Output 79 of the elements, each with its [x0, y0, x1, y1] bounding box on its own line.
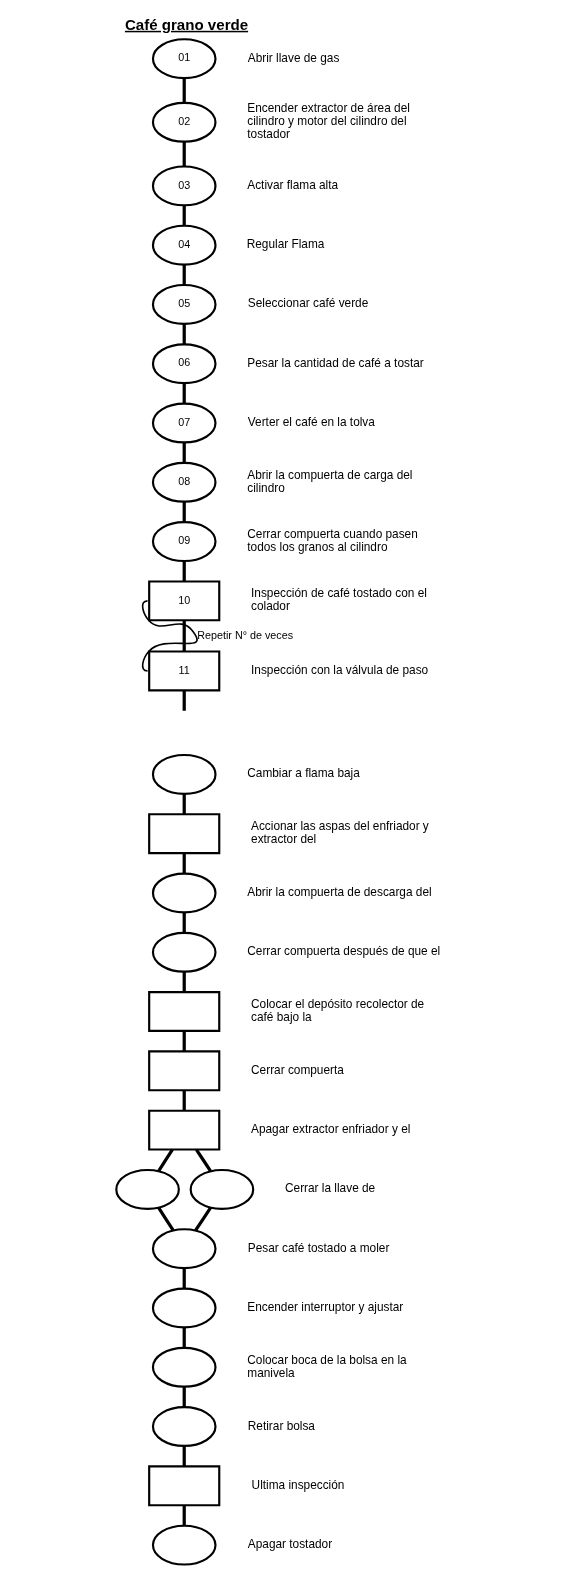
node-label: Colocar el depósito recolector de café bajo la	[251, 997, 425, 1025]
node-ellipse: 07	[151, 402, 217, 444]
node-label: Regular Flama	[246, 237, 325, 252]
node-label: Pesar café tostado a moler	[247, 1240, 390, 1255]
node-box	[148, 1109, 221, 1151]
node-label: Encender interruptor y ajustar	[247, 1299, 404, 1314]
connector	[182, 1386, 186, 1408]
edge-label: Repetir N° de veces	[197, 628, 294, 641]
connector	[182, 912, 186, 933]
connector	[182, 264, 186, 285]
node-circle	[151, 872, 217, 914]
connector	[182, 1031, 186, 1052]
node-label: Pesar la cantidad de café a tostar	[247, 355, 424, 370]
connector	[195, 1148, 212, 1173]
connector	[182, 561, 186, 582]
connector	[182, 1090, 186, 1111]
node-circle	[151, 931, 217, 973]
connector	[182, 793, 186, 815]
node-circle	[151, 753, 217, 795]
connector	[157, 1206, 175, 1232]
node-label: Accionar las aspas del enfriador y extractor del	[251, 819, 429, 847]
connector	[182, 141, 186, 167]
node-label: Cerrar la llave de	[285, 1181, 376, 1196]
node-circle	[151, 1406, 217, 1447]
connector	[182, 442, 186, 463]
connector	[182, 78, 186, 103]
connector	[182, 1505, 186, 1526]
node-circle	[115, 1168, 180, 1210]
node-label: Retirar bolsa	[247, 1418, 315, 1433]
node-box	[148, 991, 221, 1033]
node-ellipse: 08	[151, 461, 217, 503]
connector	[182, 1446, 186, 1467]
connector	[157, 1148, 174, 1172]
node-circle	[151, 1346, 217, 1388]
node-label: Cambiar a flama baja	[247, 766, 360, 781]
connector	[182, 690, 186, 711]
node-circle	[151, 1524, 217, 1566]
node-ellipse: 01	[151, 38, 217, 80]
connector	[182, 971, 186, 993]
node-ellipse: 02	[151, 101, 217, 143]
node-ellipse: 06	[151, 343, 217, 385]
node-label: Verter el café en la tolva	[247, 415, 375, 430]
connector	[182, 1327, 186, 1348]
node-box	[148, 1050, 221, 1092]
connector	[182, 853, 186, 874]
node-label: Abrir la compuerta de carga del cilindro	[247, 467, 413, 495]
node-label: Apagar tostador	[247, 1537, 333, 1552]
diagram-title: Café grano verde	[124, 15, 249, 33]
node-label: Abrir llave de gas	[247, 50, 340, 65]
node-label: Inspección con la válvula de paso	[251, 662, 429, 677]
node-label: Inspección de café tostado con el colador	[251, 586, 427, 614]
node-label: Cerrar compuerta	[251, 1062, 344, 1077]
node-label: Colocar boca de la bolsa en la manivela	[247, 1352, 407, 1380]
node-ellipse: 03	[151, 165, 217, 207]
node-ellipse: 05	[151, 283, 217, 325]
connector	[182, 1268, 186, 1289]
connector	[182, 501, 186, 523]
node-box: 10	[148, 580, 221, 622]
node-label: Ultima inspección	[251, 1477, 345, 1492]
node-label: Cerrar compuerta después de que el	[247, 944, 441, 959]
node-box	[148, 813, 221, 855]
node-circle	[189, 1168, 255, 1210]
node-label: Encender extractor de área del cilindro y motor del cilindro del tostador	[247, 101, 410, 142]
connector	[182, 205, 186, 226]
node-box	[148, 1465, 221, 1507]
node-box: 11	[148, 650, 221, 692]
node-label: Activar flama alta	[247, 177, 339, 192]
node-label: Apagar extractor enfriador y el	[251, 1122, 411, 1137]
node-label: Seleccionar café verde	[247, 296, 369, 311]
node-label: Cerrar compuerta cuando pasen todos los granos al cilindro	[247, 527, 418, 555]
connector	[182, 383, 186, 404]
node-label: Abrir la compuerta de descarga del	[247, 885, 432, 899]
connector	[194, 1206, 212, 1232]
connector	[182, 323, 186, 345]
connector	[182, 620, 186, 652]
node-circle	[151, 1287, 217, 1329]
node-ellipse: 04	[151, 224, 217, 266]
node-ellipse: 09	[151, 521, 217, 563]
node-circle	[151, 1228, 217, 1270]
